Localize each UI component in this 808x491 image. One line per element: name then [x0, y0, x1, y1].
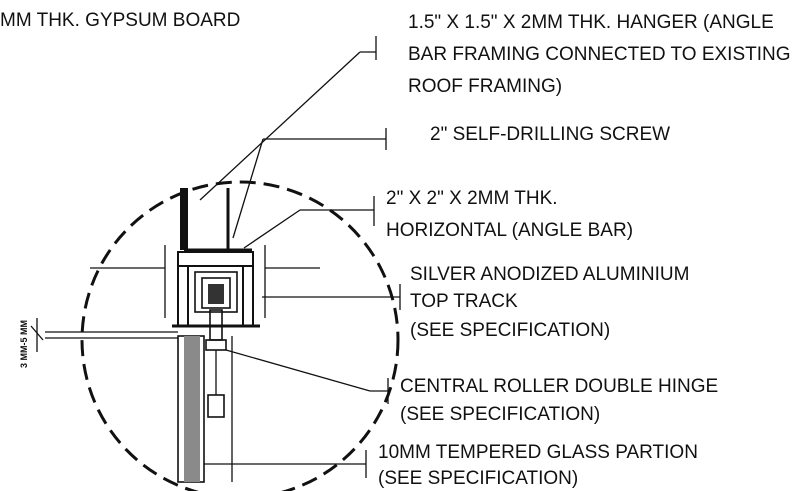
screw-label: 2" SELF-DRILLING SCREW: [430, 124, 670, 145]
track-label-line-1: SILVER ANODIZED ALUMINIUM: [410, 264, 689, 285]
top-track: [172, 251, 260, 328]
labels: MM THK. GYPSUM BOARD 1.5" X 1.5" X 2MM T…: [0, 10, 791, 489]
horizontal-label-line-2: HORIZONTAL (ANGLE BAR): [386, 220, 633, 241]
gap-dimension-label: 3 MM-5 MM: [19, 320, 29, 368]
track-label-line-2: TOP TRACK: [410, 291, 518, 312]
hanger-label-line-2: BAR FRAMING CONNECTED TO EXISTING: [408, 44, 791, 65]
glass-panel: [177, 335, 233, 483]
glass-label-line-2: (SEE SPECIFICATION): [378, 468, 578, 489]
gypsum-label: MM THK. GYPSUM BOARD: [0, 10, 240, 31]
track-label-line-3: (SEE SPECIFICATION): [410, 320, 610, 341]
hinge-label-line-2: (SEE SPECIFICATION): [400, 404, 600, 425]
horizontal-label-line-1: 2" X 2" X 2MM THK.: [386, 188, 558, 209]
hanger-label-line-1: 1.5" X 1.5" X 2MM THK. HANGER (ANGLE: [408, 12, 774, 33]
central-roller: [194, 271, 238, 418]
hanger-angle: [180, 188, 252, 252]
detail-circle: [80, 180, 400, 491]
leader-lines: [199, 36, 401, 478]
hanger-label-line-3: ROOF FRAMING): [408, 76, 562, 97]
side-walls: [90, 245, 320, 318]
gap-dimension: 3 MM-5 MM: [19, 318, 178, 368]
glass-label-line-1: 10MM TEMPERED GLASS PARTION: [378, 442, 698, 463]
hinge-label-line-1: CENTRAL ROLLER DOUBLE HINGE: [400, 376, 718, 397]
